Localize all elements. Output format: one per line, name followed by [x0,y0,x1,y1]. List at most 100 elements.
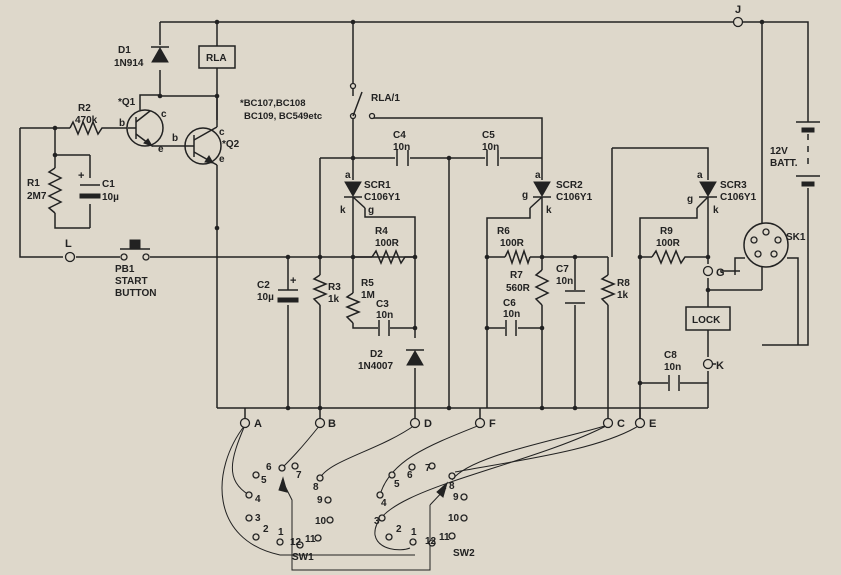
r8-value: 1k [617,290,629,301]
scr1-value: C106Y1 [364,192,401,203]
sw1-pos-8: 8 [313,482,319,493]
r7-ref: R7 [510,270,523,281]
sw1-pos-6: 6 [266,462,272,473]
terminal-a-label: A [254,418,262,430]
c7-value: 10n [556,276,573,287]
sw1-pos-9: 9 [317,495,323,506]
battery-12v: 12V BATT. [770,121,820,187]
capacitor-c8: C8 10n [664,350,681,391]
sw2-pos-11: 11 [439,532,450,543]
r3-value: 1k [328,294,340,305]
terminal-k [702,358,714,370]
c4-ref: C4 [393,130,406,141]
capacitor-c5: C5 10n [482,130,499,166]
resistor-r6: R6 100R [497,226,531,266]
sw1-pos-3: 3 [255,513,261,524]
c5-ref: C5 [482,130,495,141]
d1-ref: D1 [118,45,131,56]
d2-ref: D2 [370,349,383,360]
resistor-r8: R8 1k [600,274,630,306]
scr2-gate-pin: g [522,190,528,201]
terminal-k-label: K [716,360,724,372]
resistor-r4: R4 100R [371,226,408,265]
r5-ref: R5 [361,278,374,289]
terminal-j-label: J [735,4,741,16]
terminal-b-label: B [328,418,336,430]
sw2-ref: SW2 [453,548,475,559]
resistor-r9: R9 100R [651,226,688,265]
q1-collector-pin: c [161,109,167,120]
scr-scr3: a g k SCR3 C106Y1 [687,170,757,216]
relay-rla: RLA [198,45,236,69]
terminal-f-label: F [489,418,496,430]
c4-value: 10n [393,142,410,153]
wiring [19,21,809,571]
diode-d1: D1 1N914 [114,45,169,69]
c5-value: 10n [482,142,499,153]
scr-scr2: a g k SCR2 C106Y1 [522,170,593,216]
sw2-pos-6: 6 [407,470,413,481]
sw1-pos-1: 1 [278,527,284,538]
c7-ref: C7 [556,264,569,275]
sw2-pos-5: 5 [394,479,400,490]
scr2-anode-pin: a [535,170,541,181]
q1-ref: *Q1 [118,97,136,108]
diode-d2: D2 1N4007 [358,349,424,372]
c2-polarity: + [290,275,296,287]
c2-ref: C2 [257,280,270,291]
scr3-anode-pin: a [697,170,703,181]
scr3-gate-pin: g [687,194,693,205]
sw1-pos-10: 10 [315,516,327,527]
r7-value: 560R [506,283,531,294]
pb1-line1: START [115,276,148,287]
terminal-b [314,417,326,429]
scr1-anode-pin: a [345,170,351,181]
socket-sk1: SK1 [743,222,806,268]
rotary-switch-sw2: 1 2 3 4 5 6 7 8 9 10 11 12 SW2 [374,462,475,559]
c6-value: 10n [503,309,520,320]
sw2-pos-4: 4 [381,498,387,509]
battery-line2: BATT. [770,158,798,169]
q2-emitter-pin: e [219,154,225,165]
relay-contact-rla1: RLA/1 [349,82,400,120]
capacitor-c3: C3 10n [376,299,393,336]
transistor-note: *BC107,BC108 BC109, BC549etc [240,98,322,122]
sw1-pos-7: 7 [296,470,302,481]
terminal-c [602,417,614,429]
terminal-d-label: D [424,418,432,430]
transistor-q1: *Q1 b c e [118,97,172,155]
scr3-ref: SCR3 [720,180,747,191]
c1-value: 10µ [102,192,119,203]
sw2-pos-8: 8 [449,481,455,492]
lock-ref: LOCK [692,315,721,326]
scr2-cathode-pin: k [546,205,552,216]
c1-polarity: + [78,170,84,182]
lock-solenoid: LOCK [685,306,731,331]
resistor-r7: R7 560R [506,269,550,306]
c8-ref: C8 [664,350,677,361]
sk1-ref: SK1 [786,232,806,243]
capacitor-c2: + C2 10µ [257,275,299,303]
terminal-l-label: L [65,238,72,250]
sw1-ref: SW1 [292,552,314,563]
rla1-ref: RLA/1 [371,93,400,104]
r9-value: 100R [656,238,681,249]
rotary-switch-sw1: 1 2 3 4 5 6 7 8 9 10 11 12 SW1 [245,462,334,563]
r2-value: 470k [75,115,98,126]
pb1-line2: BUTTON [115,288,156,299]
pushbutton-pb1: PB1 START BUTTON [115,239,156,299]
terminals: J L G K A B D F C E [64,4,744,430]
terminal-j [732,16,744,28]
r8-ref: R8 [617,278,630,289]
sw2-pos-10: 10 [448,513,460,524]
capacitor-c4: C4 10n [393,130,410,166]
junction-dots [52,19,765,411]
terminal-f [474,417,486,429]
pb1-ref: PB1 [115,264,135,275]
resistor-r3: R3 1k [312,274,341,306]
scr3-cathode-pin: k [713,205,719,216]
r2-ref: R2 [78,103,91,114]
transistor-note-line1: *BC107,BC108 [240,98,305,109]
r6-value: 100R [500,238,525,249]
